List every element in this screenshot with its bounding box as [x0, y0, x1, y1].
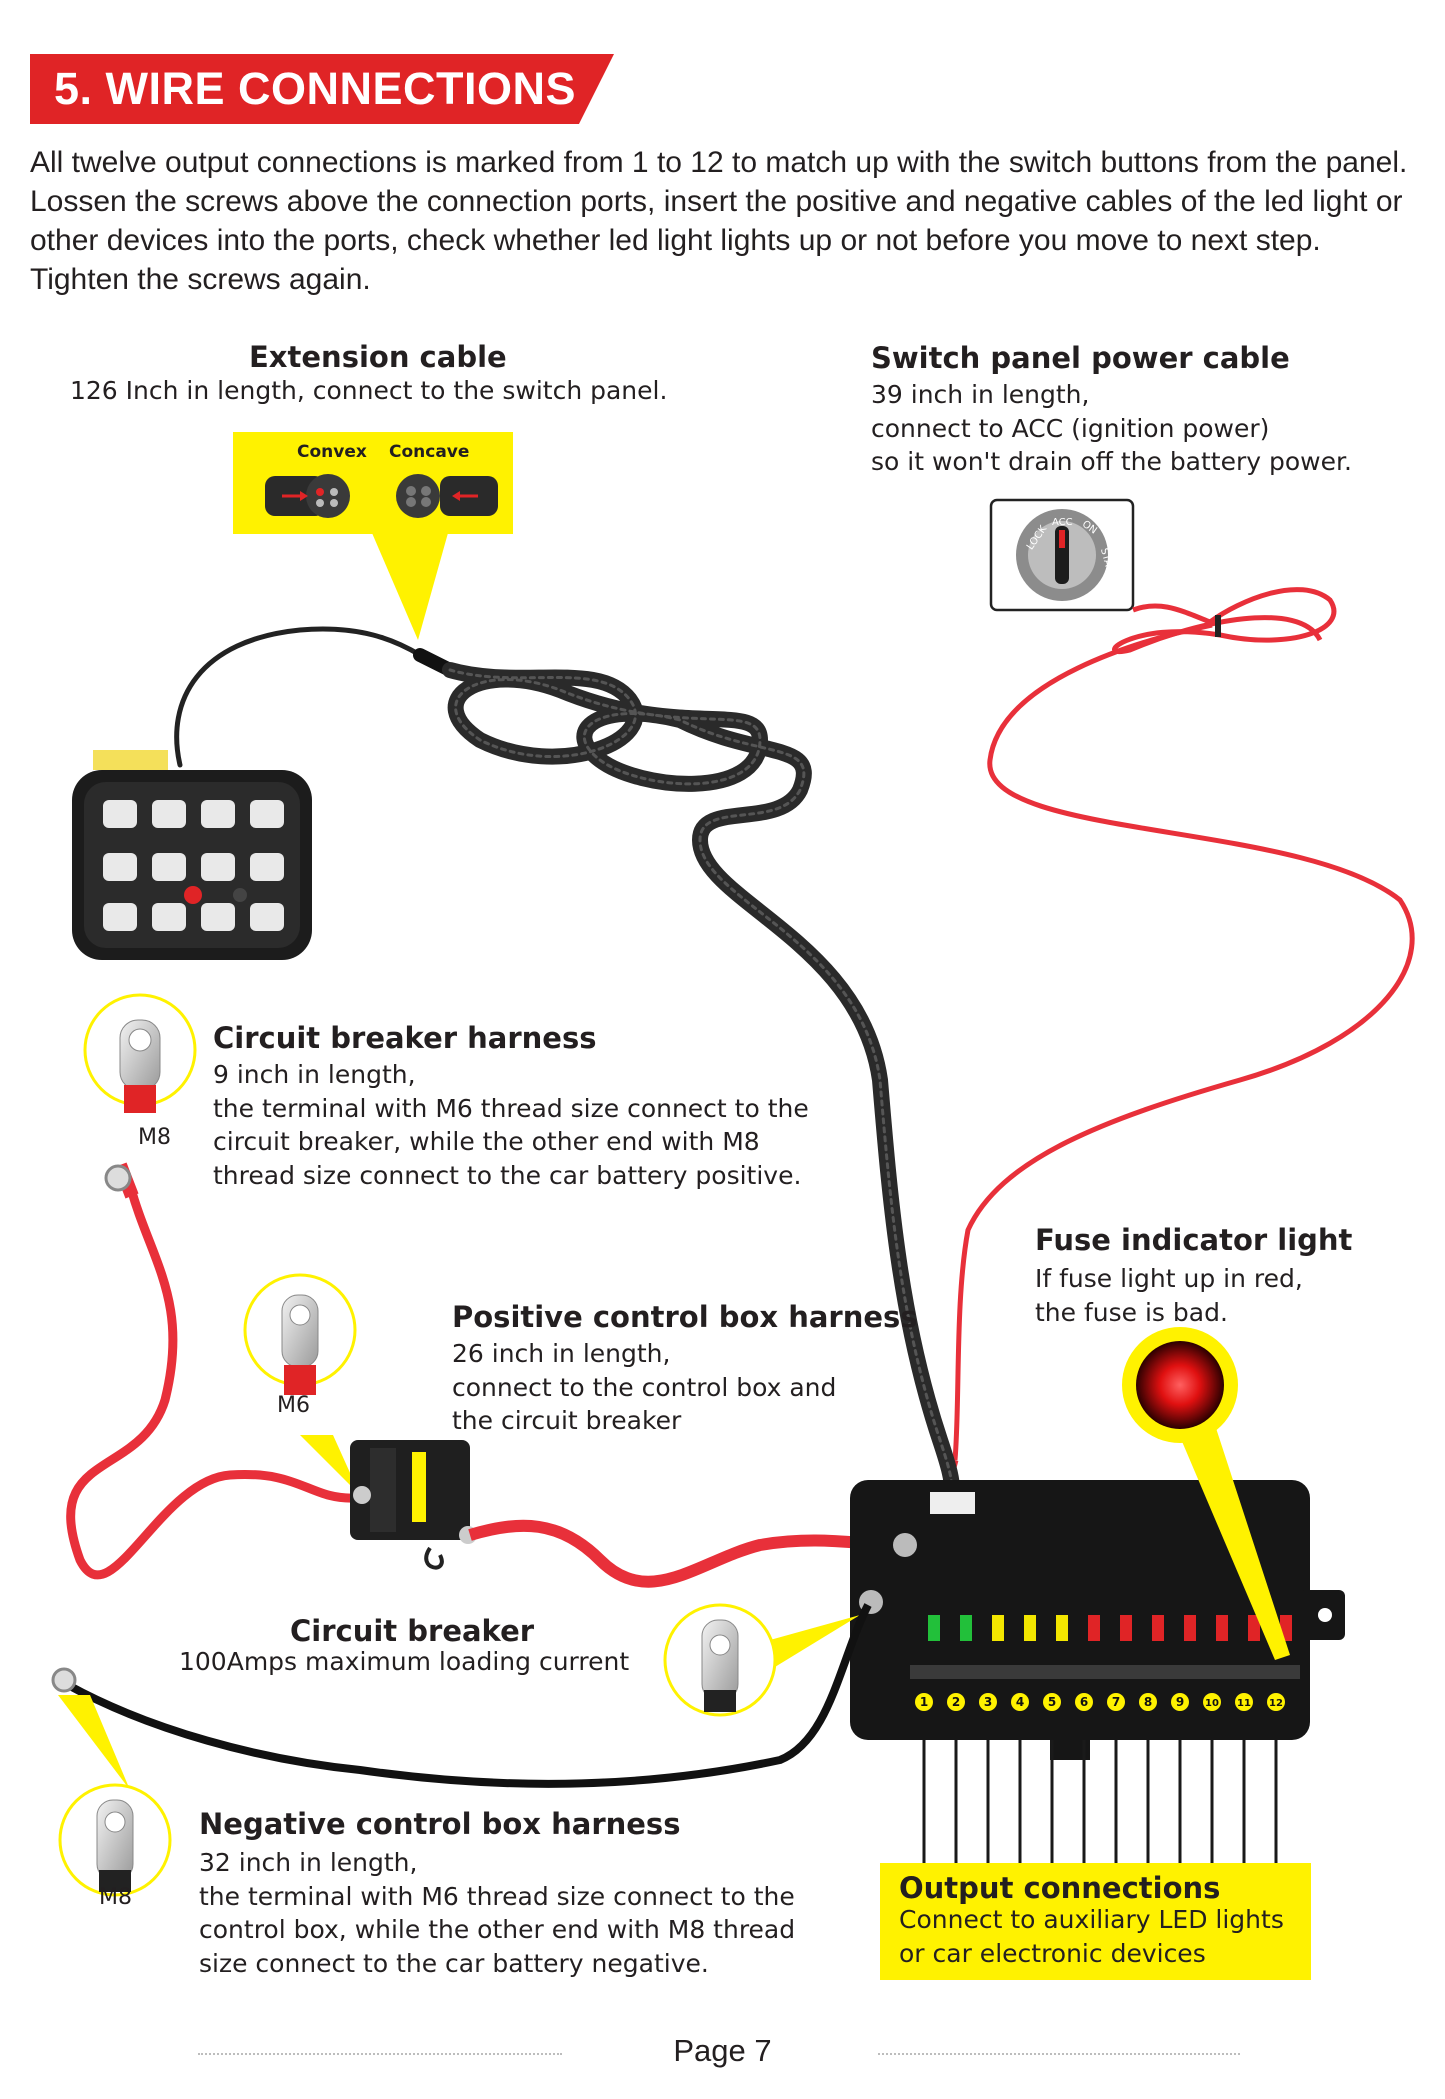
section-banner: [30, 54, 614, 124]
port-2: 2: [952, 1695, 960, 1709]
port-5: 5: [1048, 1695, 1056, 1709]
output-connections-desc: Connect to auxiliary LED lights or car e…: [899, 1903, 1284, 1970]
positive-harness-title: Positive control box harness: [452, 1300, 918, 1334]
terminal-label-m8-bottom: M8: [99, 1885, 132, 1910]
negative-ring-terminal: [51, 1667, 77, 1693]
ignition-label-acc: ACC: [1052, 517, 1073, 528]
port-number-labels: 1 2 3 4 5 6 7 8 9 10 11 12: [915, 1693, 1285, 1711]
circuit-breaker-icon: [350, 1440, 477, 1570]
negative-harness-line-1: 32 inch in length,: [199, 1848, 418, 1877]
extension-cable: [174, 626, 960, 1498]
port-11: 11: [1237, 1698, 1251, 1709]
negative-harness-desc: 32 inch in length, the terminal with M6 …: [199, 1846, 795, 1980]
extension-connector-callout: [233, 432, 513, 640]
circuit-breaker-harness-line-2: the terminal with M6 thread size connect…: [213, 1093, 809, 1123]
connector-label-concave: Concave: [389, 442, 469, 462]
output-connections-box: [880, 1863, 1311, 1980]
m6-terminal-icon: [243, 1273, 360, 1495]
terminal-label-m8-top: M8: [138, 1125, 171, 1150]
output-wires: [922, 1740, 1278, 1863]
negative-harness-wire: [66, 1603, 872, 1788]
fuse-indicator-icon: [1122, 1327, 1290, 1660]
fuse-indicator-line-2: the fuse is bad.: [1035, 1297, 1228, 1327]
circuit-breaker-harness-title: Circuit breaker harness: [213, 1021, 597, 1055]
output-connections-line-1: Connect to auxiliary LED lights: [899, 1905, 1284, 1934]
positive-harness-line-1: 26 inch in length,: [452, 1339, 671, 1368]
connector-label-convex: Convex: [297, 442, 367, 462]
page-number: Page 7: [673, 2033, 772, 2068]
negative-harness-title: Negative control box harness: [199, 1807, 681, 1841]
positive-harness-line-3: the circuit breaker: [452, 1406, 682, 1435]
section-title: 5. WIRE CONNECTIONS: [54, 63, 577, 114]
circuit-breaker-desc: 100Amps maximum loading current: [179, 1645, 629, 1679]
extension-cable-title: Extension cable: [249, 340, 507, 374]
switch-power-cable-line-2: connect to ACC (ignition power): [871, 413, 1270, 443]
wire-tie: [1215, 615, 1221, 637]
switch-power-cable-line-1: 39 inch in length,: [871, 380, 1090, 409]
switch-power-cable-title: Switch panel power cable: [871, 341, 1290, 375]
circuit-breaker-harness-line-4: thread size connect to the car battery p…: [213, 1160, 802, 1190]
port-7: 7: [1112, 1695, 1120, 1709]
port-10: 10: [1205, 1698, 1219, 1709]
m8-terminal-negative-icon: [58, 1695, 172, 1897]
positive-harness-desc: 26 inch in length, connect to the contro…: [452, 1337, 836, 1438]
extension-cable-line-1: 126 Inch in length, connect to the switc…: [70, 376, 668, 405]
positive-harness-line-2: connect to the control box and: [452, 1372, 837, 1402]
port-8: 8: [1144, 1695, 1152, 1709]
positive-harness-wire: [468, 1519, 901, 1588]
circuit-breaker-harness-desc: 9 inch in length, the terminal with M6 t…: [213, 1058, 809, 1192]
intro-paragraph: All twelve output connections is marked …: [30, 146, 1408, 296]
fuse-indicator-title: Fuse indicator light: [1035, 1223, 1353, 1257]
footer-divider-left: [198, 2053, 562, 2055]
output-connections-line-2: or car electronic devices: [899, 1938, 1206, 1968]
port-12: 12: [1269, 1698, 1283, 1709]
circuit-breaker-title: Circuit breaker: [290, 1614, 535, 1648]
negative-harness-line-3: control box, while the other end with M8…: [199, 1915, 796, 1944]
terminal-label-m6: M6: [277, 1393, 310, 1418]
circuit-breaker-harness-wire: [66, 1162, 356, 1580]
port-6: 6: [1080, 1695, 1088, 1709]
m8-terminal-top-icon: [83, 993, 197, 1113]
negative-harness-line-2: the terminal with M6 thread size connect…: [199, 1881, 795, 1911]
port-3: 3: [984, 1695, 992, 1709]
switch-panel: [72, 750, 312, 960]
fuse-row: [928, 1615, 1292, 1641]
fuse-indicator-desc: If fuse light up in red, the fuse is bad…: [1035, 1262, 1303, 1329]
output-connections-title: Output connections: [899, 1871, 1221, 1905]
circuit-breaker-harness-line-3: circuit breaker, while the other end wit…: [213, 1127, 760, 1156]
fuse-indicator-line-1: If fuse light up in red,: [1035, 1264, 1303, 1293]
negative-harness-line-4: size connect to the car battery negative…: [199, 1948, 709, 1978]
control-box: [850, 1480, 1345, 1760]
switch-power-cable-desc: 39 inch in length, connect to ACC (ignit…: [871, 378, 1352, 479]
circuit-breaker-line-1: 100Amps maximum loading current: [179, 1647, 630, 1676]
port-9: 9: [1176, 1695, 1184, 1709]
port-1: 1: [920, 1695, 928, 1709]
ignition-switch-icon: [989, 498, 1135, 612]
m6-terminal-negative-icon: [663, 1603, 860, 1717]
port-4: 4: [1016, 1695, 1024, 1709]
switch-power-cable-line-3: so it won't drain off the battery power.: [871, 447, 1352, 476]
extension-cable-desc: 126 Inch in length, connect to the switc…: [70, 374, 667, 408]
circuit-breaker-harness-line-1: 9 inch in length,: [213, 1060, 416, 1089]
footer-divider-right: [878, 2053, 1240, 2055]
